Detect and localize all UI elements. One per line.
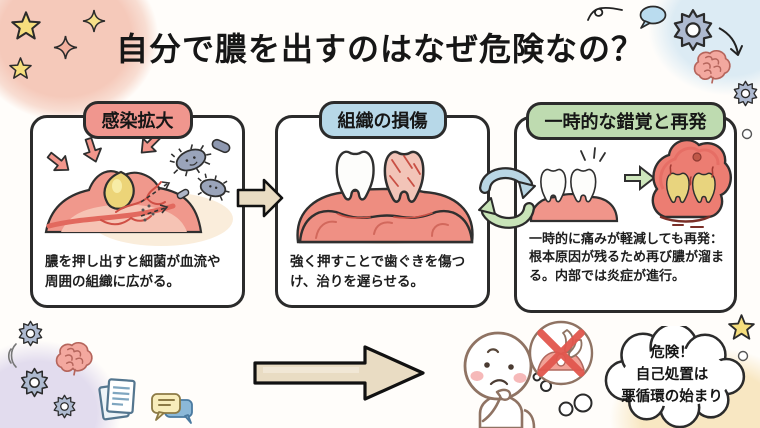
- gear-icon: [52, 394, 77, 419]
- gum-pus-bacteria-illustration: [44, 134, 233, 246]
- documents-icon: [98, 378, 136, 421]
- thinking-person: [463, 331, 536, 428]
- gear-icon: [19, 367, 50, 398]
- panel-caption: 強く押すことで歯ぐきを傷つけ、治りを遅らせる。: [290, 254, 466, 291]
- chat-bubbles-icon: [151, 393, 193, 424]
- dot-circle-icon: [737, 350, 749, 362]
- panel-temporary-illusion-recurrence: 一時的な錯覚と再発 一時的に痛みが軽減しても再発：根本原因が残るため再び膿が溜ま…: [514, 102, 737, 313]
- panel-tissue-damage: 組織の損傷 強く押すことで歯ぐきを傷つけ、治りを遅らせる。: [275, 101, 490, 308]
- panel-label-tissue-damage: 組織の損傷: [318, 101, 447, 139]
- panel-label-infection-spread: 感染拡大: [82, 101, 193, 139]
- brain-icon: [53, 340, 95, 376]
- panel-label-temporary-illusion: 一時的な錯覚と再発: [525, 102, 726, 140]
- flow-arrow-icon: [236, 178, 284, 218]
- panel-infection-spread: 感染拡大: [30, 101, 245, 308]
- panel-caption: 一時的に痛みが軽減しても再発：根本原因が残るため再び膿が溜まる。内部では炎症が進…: [529, 232, 725, 284]
- damaged-gums-teeth-illustration: [296, 150, 474, 244]
- page-title: 自分で膿を出すのはなぜ危険なの？: [115, 30, 644, 68]
- prohibited-squeeze-icon: [528, 320, 594, 386]
- curved-arrow-icon: [718, 27, 743, 56]
- relief-then-recurrence-illustration: [529, 138, 732, 228]
- speech-bubble-icon: [639, 5, 667, 29]
- thought-bubble-text: 危険！ 自己処置は 悪循環の始まり: [621, 345, 723, 405]
- cycle-arrows-icon: [478, 167, 536, 229]
- thought-bubble: 危険！ 自己処置は 悪循環の始まり: [594, 326, 750, 428]
- dot-circle-icon: [741, 128, 753, 140]
- conclusion-flow-arrow: [253, 345, 425, 401]
- motion-lines-icon: [7, 343, 17, 368]
- panel-caption: 膿を押し出すと細菌が血流や周囲の組織に広がる。: [45, 254, 221, 291]
- gear-icon: [732, 80, 759, 107]
- gear-icon: [17, 320, 44, 347]
- cloud-shape: [604, 326, 746, 428]
- squiggle-icon: [587, 6, 623, 21]
